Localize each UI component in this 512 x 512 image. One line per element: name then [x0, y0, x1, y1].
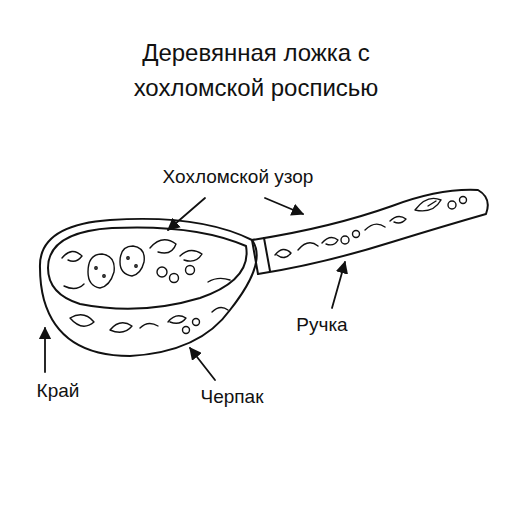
bowl-ornament: [62, 240, 230, 334]
leader-lines: [45, 198, 345, 380]
pattern-label: Хохломской узор: [161, 166, 316, 189]
rim-label: Край: [35, 380, 82, 403]
spoon-bowl: [40, 219, 257, 356]
spoon-handle: [252, 190, 488, 274]
handle-ornament: [275, 197, 467, 258]
handle-label: Ручка: [294, 314, 349, 337]
bowl-label: Черпак: [199, 386, 266, 409]
diagram-title: Деревянная ложка с хохломской росписью: [46, 36, 466, 106]
bowl-opening: [48, 227, 247, 308]
